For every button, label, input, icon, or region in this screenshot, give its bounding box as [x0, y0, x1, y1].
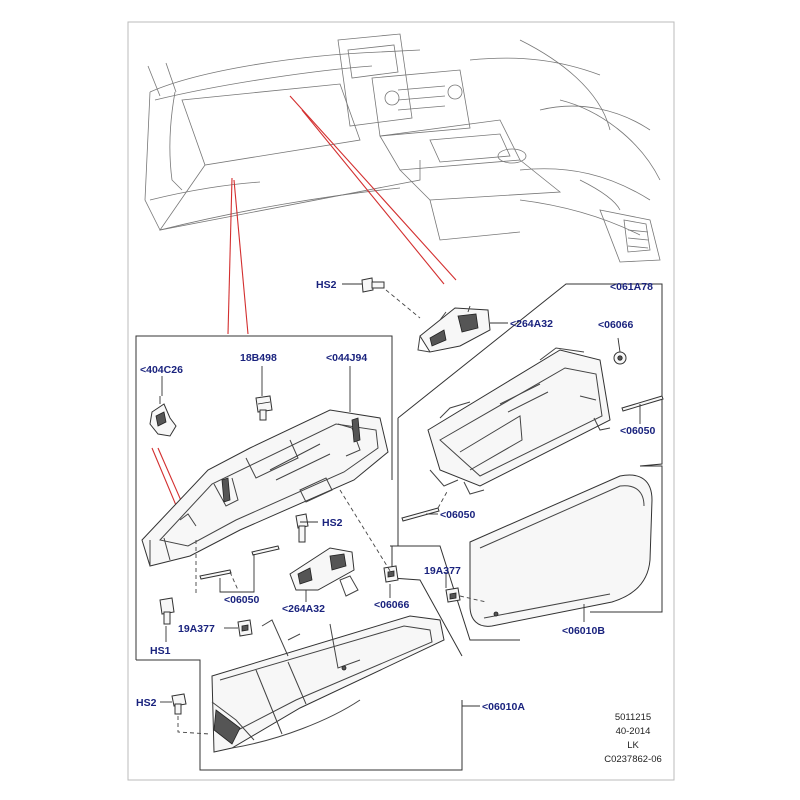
leader-lines	[160, 283, 641, 707]
reference-number: 5011215	[615, 712, 651, 723]
label-hs2-mid: HS2	[322, 517, 343, 529]
screw-hs2-mid	[295, 513, 309, 543]
label-06010a: <06010A	[482, 701, 525, 713]
diagram-reference-block: 5011215 40-2014 LK C0237862-06	[604, 712, 662, 765]
bumper-19a377-left	[237, 619, 253, 637]
label-19a377-right: 19A377	[424, 565, 461, 577]
label-hs2-bottom: HS2	[136, 697, 157, 709]
label-19a377-left: 19A377	[178, 623, 215, 635]
reference-id: C0237862-06	[604, 754, 662, 765]
label-061a78: <061A78	[610, 281, 653, 293]
clip-06066-bottom	[383, 565, 399, 583]
callout-frame-061a78	[397, 283, 663, 467]
diagram-frame	[127, 21, 675, 781]
label-404c26: <404C26	[140, 364, 183, 376]
screw-hs2-bottom	[171, 693, 211, 735]
glovebox-housing-044j94	[141, 409, 389, 567]
label-06050-right: <06050	[620, 425, 655, 437]
pins-06050-left	[199, 545, 280, 591]
actuator-404c26	[149, 396, 177, 437]
latch-264a32-top	[417, 305, 491, 353]
glovebox-frame-061a78	[427, 347, 611, 495]
label-06050-left: <06050	[224, 594, 259, 606]
latch-264a32-bottom	[289, 547, 359, 597]
label-06050-mid: <06050	[440, 509, 475, 521]
reference-date: 40-2014	[616, 726, 651, 737]
label-264a32-bottom: <264A32	[282, 603, 325, 615]
callout-frame-044j94	[135, 335, 393, 660]
glovebox-lid-06010b	[469, 474, 653, 627]
label-06010b: <06010B	[562, 625, 605, 637]
label-06066-bottom: <06066	[374, 599, 409, 611]
callout-frame-06010a	[136, 659, 463, 771]
reference-code: LK	[627, 740, 639, 751]
label-18b498: 18B498	[240, 352, 277, 364]
bumper-19a377-right	[445, 587, 487, 603]
label-044j94: <044J94	[326, 352, 367, 364]
glovebox-bin-06010a	[211, 615, 445, 753]
label-hs1: HS1	[150, 645, 171, 657]
pin-06050-right	[621, 395, 664, 412]
label-hs2-top: HS2	[316, 279, 337, 291]
screw-hs2-top	[361, 277, 421, 319]
label-264a32-top: <264A32	[510, 318, 553, 330]
screw-18b498	[255, 395, 273, 421]
clip-06066-right	[613, 351, 627, 365]
screw-hs1	[159, 597, 175, 625]
dashboard-context-sketch	[144, 33, 661, 263]
label-06066-right: <06066	[598, 319, 633, 331]
pin-06050-mid	[401, 489, 449, 522]
